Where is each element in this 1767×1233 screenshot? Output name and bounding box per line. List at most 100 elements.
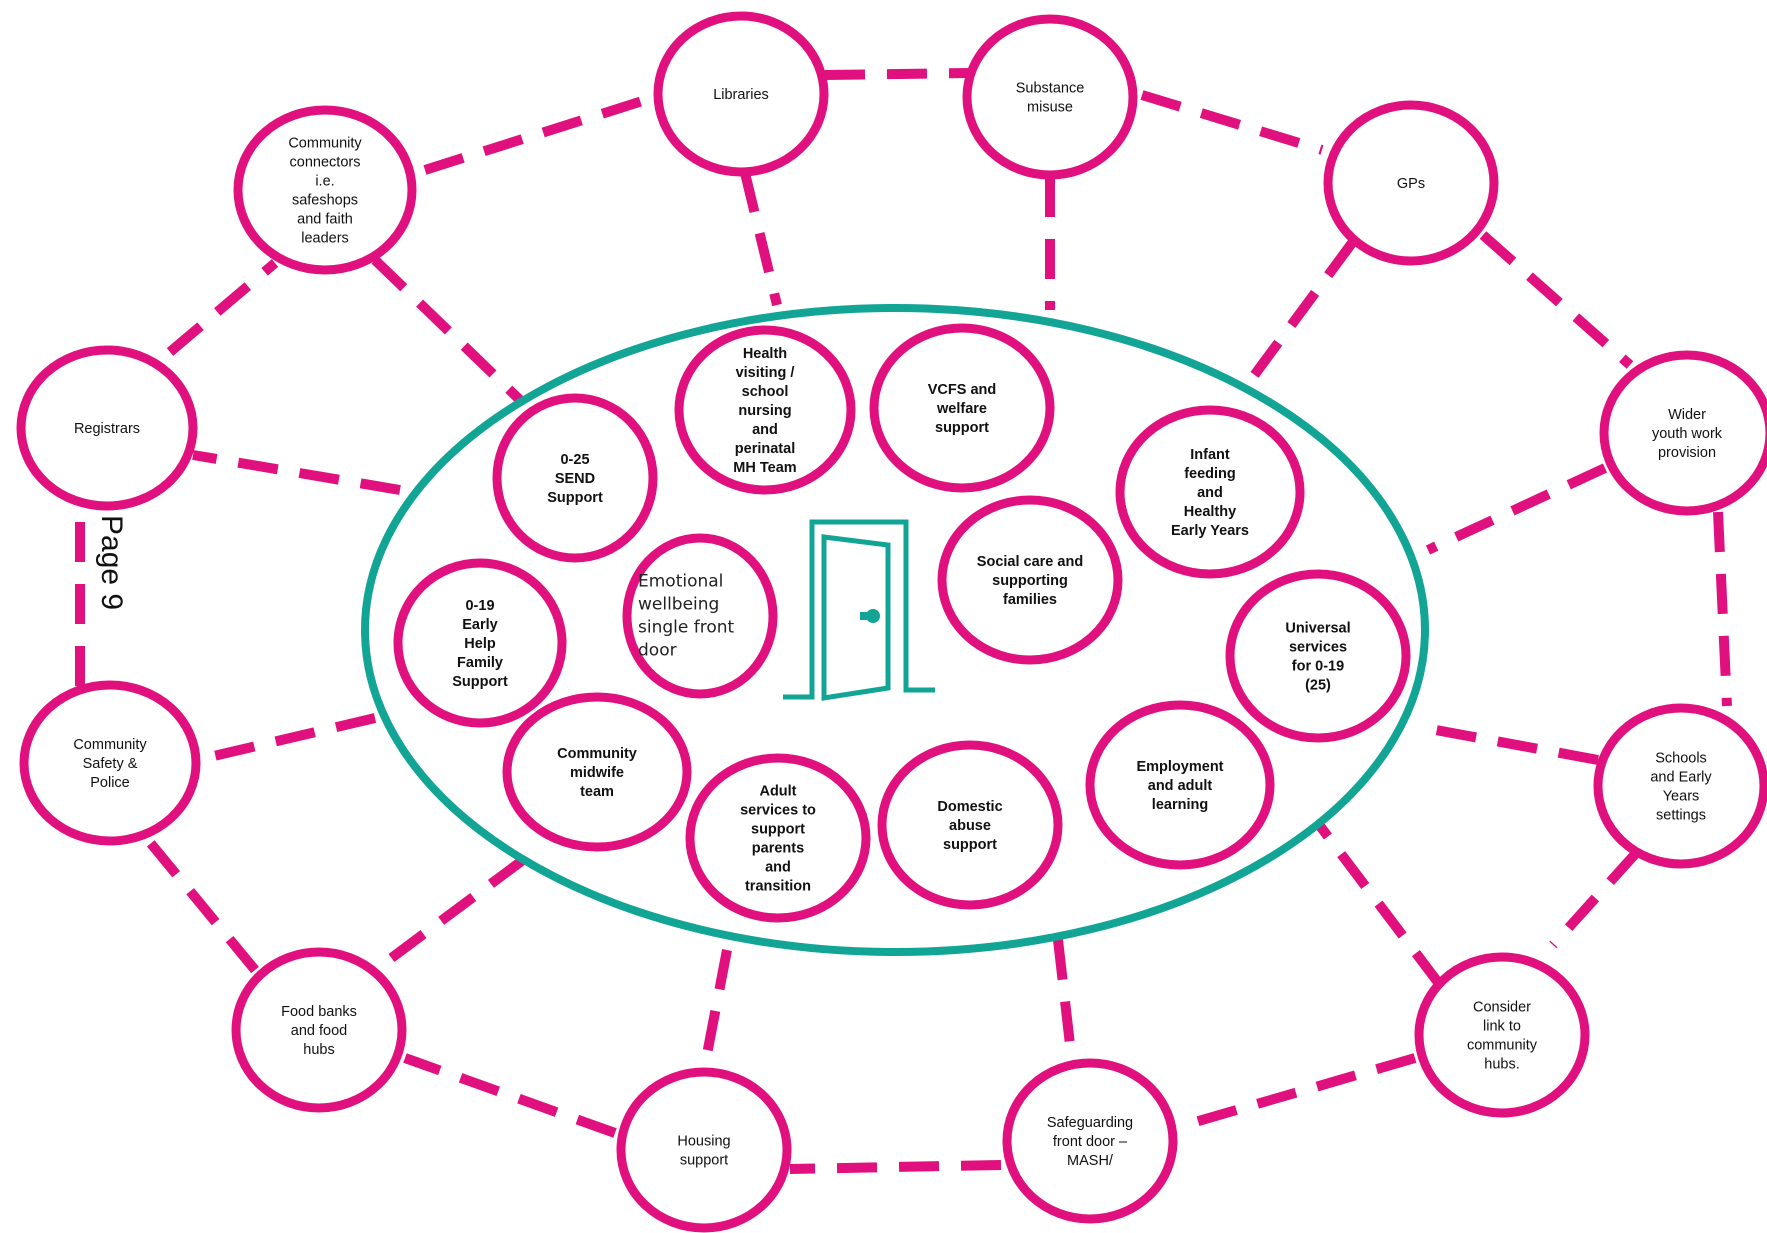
dashed-connector-line [1316,822,1444,989]
node-label-line: Police [90,775,130,791]
node-label-line: connectors [290,155,361,171]
node-circle [1599,350,1767,516]
node-circle [1593,703,1767,869]
node-label-line: misuse [1027,100,1073,116]
node-label-line: 0-25 [560,452,589,468]
node-label-line: support [751,822,805,838]
node-circle [1323,100,1499,266]
node-circle [19,680,201,846]
node-label-line: Health [743,346,787,362]
node-label-line: VCFS and [928,382,996,398]
door-handle [860,612,872,620]
node-label-line: Support [547,490,603,506]
node-label-line: abuse [949,818,991,834]
node-label-line: Healthy [1184,504,1236,520]
node-label-line: parents [752,841,804,857]
dashed-connector-line [699,949,732,1071]
node-label-line: welfare [936,401,987,417]
node-libraries: Libraries [653,11,829,177]
node-circle [231,947,407,1113]
node-circle [1115,405,1305,579]
node-label-line: settings [1656,808,1706,824]
node-label-line: youth work [1652,426,1723,442]
node-circle [869,323,1055,493]
node-circle [1002,1058,1178,1224]
dashed-connector-line [166,259,279,356]
node-label-line: Consider [1473,1000,1531,1016]
dashed-connectors [75,68,1732,1174]
node-label-line: support [943,837,997,853]
node-label-line: services [1289,640,1347,656]
node-label-line: and [1197,485,1223,501]
node-label-line: and [752,422,778,438]
node-label-line: Infant [1190,447,1230,463]
node-circle [622,533,778,699]
node-label-line: MASH/ [1067,1153,1114,1169]
node-label-line: Emotional [638,572,723,592]
node-label-line: services to [740,803,816,819]
node-label-line: supporting [992,573,1068,589]
node-label-line: Safety & [83,756,138,772]
central-hub-ellipse [361,304,1429,956]
dashed-connector-line [740,171,782,307]
node-label-line: i.e. [315,174,334,190]
dashed-connector-line [1713,511,1732,707]
node-label-line: Universal [1285,621,1350,637]
node-label-line: leaders [301,231,349,247]
page-number-label: Page 9 [95,515,128,610]
dashed-connector-line [1425,463,1608,555]
node-circle [1414,952,1590,1118]
node-label-line: midwife [570,765,624,781]
node-label-line: and [765,860,791,876]
node-label-line: Domestic [937,799,1002,815]
door-leaf [821,534,891,701]
node-label-line: MH Team [733,460,796,476]
node-label-line: community [1467,1038,1538,1054]
node-label-line: (25) [1305,678,1331,694]
node-circle [502,692,692,852]
node-label-line: Registrars [74,421,140,437]
node-label-line: safeshops [292,193,358,209]
node-label-line: support [680,1153,728,1169]
dashed-connector-line [1176,1053,1417,1132]
node-circle [616,1067,792,1233]
node-label-line: Community [557,746,637,762]
dashed-connector-line [144,836,259,974]
dashed-connector-line [192,450,401,495]
node-label-line: Employment [1136,759,1223,775]
node-label-line: wellbeing [638,595,719,615]
dashed-connector-line [1053,939,1077,1063]
node-label-line: perinatal [735,441,795,457]
node-label-line: 0-19 [465,598,494,614]
node-label-line: Libraries [713,87,769,103]
dashed-connector-line [1242,240,1357,388]
node-label-line: and adult [1148,778,1213,794]
dashed-connector-line [1140,90,1324,155]
node-label-line: provision [1658,445,1716,461]
open-door-icon [783,519,935,701]
dashed-connector-line [423,92,657,175]
node-circle [674,325,856,495]
node-circle [653,11,829,177]
node-label-line: visiting / [736,365,795,381]
dashed-connector-line [824,68,969,80]
node-circle [1085,700,1275,870]
node-label-line: Community [73,737,147,753]
dashed-connector-line [379,855,526,970]
